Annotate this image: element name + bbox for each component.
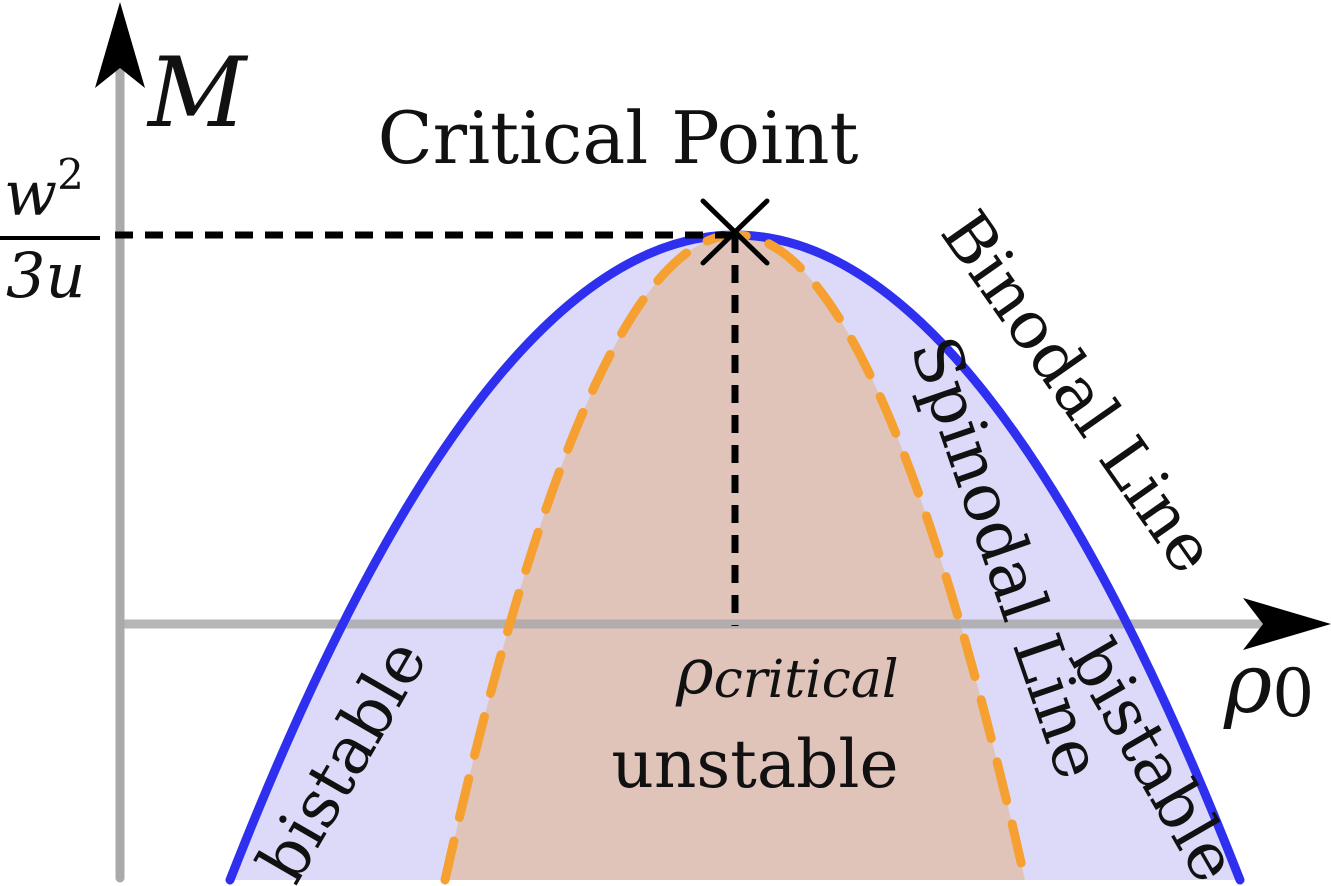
region-center-label: unstable — [611, 726, 898, 803]
y-axis-arrowhead — [95, 2, 145, 88]
critical-point-marker — [700, 198, 770, 266]
critical-point-label: Critical Point — [378, 96, 859, 180]
svg-text:w2: w2 — [4, 150, 84, 230]
svg-text:3u: 3u — [6, 239, 85, 312]
x-tick-label: ρcritical — [675, 635, 899, 710]
x-axis-arrowhead — [1243, 598, 1331, 650]
y-tick-label: w2 3u — [0, 150, 100, 312]
x-axis-label: ρ0 — [1223, 637, 1314, 732]
y-axis-label: M — [146, 37, 249, 149]
